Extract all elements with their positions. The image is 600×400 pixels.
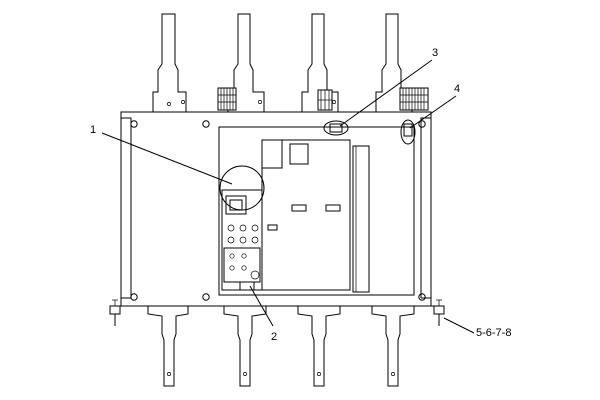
mounting-bolt-right xyxy=(433,299,445,326)
corner-screw-icon xyxy=(202,293,210,301)
callout-label-2: 2 xyxy=(271,331,277,343)
aux-terminal-block-right xyxy=(399,87,429,111)
corner-screw-icon xyxy=(202,120,210,128)
bottom-terminal-3 xyxy=(297,305,341,387)
callout-label-3: 3 xyxy=(432,47,438,59)
detail-circle-3 xyxy=(323,120,349,136)
callout-label-1: 1 xyxy=(90,124,96,136)
main-housing xyxy=(114,111,440,307)
callout-label-5678: 5-6-7-8 xyxy=(476,327,511,339)
corner-screw-icon xyxy=(418,293,426,301)
top-terminals xyxy=(152,13,429,113)
corner-screw-icon xyxy=(130,120,138,128)
leader-lines xyxy=(101,59,475,334)
aux-terminal-block-left xyxy=(217,87,237,111)
mounting-bolt-left xyxy=(109,299,121,326)
detail-circle-1 xyxy=(219,165,265,211)
aux-terminal-block-middle xyxy=(317,89,333,111)
corner-screw-icon xyxy=(130,293,138,301)
bottom-terminals xyxy=(147,305,415,387)
detail-circle-4 xyxy=(400,119,416,145)
bottom-terminal-4 xyxy=(371,305,415,387)
top-terminal-1 xyxy=(152,13,187,113)
bottom-terminal-1 xyxy=(147,305,189,387)
callout-label-4: 4 xyxy=(454,83,460,95)
bottom-terminal-2 xyxy=(223,305,267,387)
corner-screw-icon xyxy=(418,120,426,128)
